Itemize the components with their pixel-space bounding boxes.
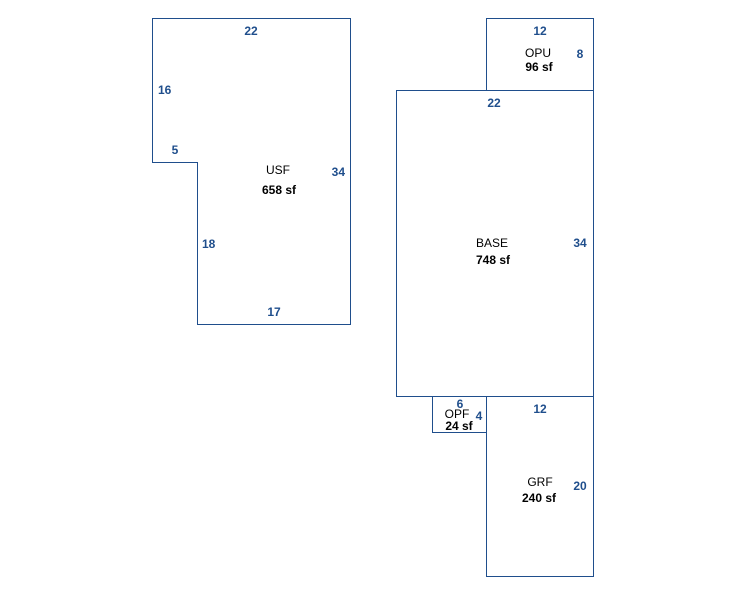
opu-top-dimension: 12	[533, 24, 547, 38]
usf-left-lower-dimension: 18	[202, 237, 216, 251]
grf-top-dimension: 12	[533, 402, 547, 416]
opf-area: 24 sf	[445, 419, 473, 433]
opu-right-dimension: 8	[577, 47, 584, 61]
usf-right-dimension: 34	[332, 165, 346, 179]
usf-left-upper-dimension: 16	[158, 83, 172, 97]
grf-right-dimension: 20	[573, 479, 587, 493]
base-top-dimension: 22	[487, 96, 501, 110]
grf-label: GRF	[527, 475, 552, 489]
usf-label: USF	[266, 163, 290, 177]
grf-area: 240 sf	[522, 491, 557, 505]
usf-bottom-dimension: 17	[267, 305, 281, 319]
base-right-dimension: 34	[573, 236, 587, 250]
base-label: BASE	[476, 236, 508, 250]
usf-step-dimension: 5	[172, 143, 179, 157]
opf-label: OPF	[445, 407, 470, 421]
usf-outline	[152, 18, 351, 325]
opf-right-dimension: 4	[476, 409, 483, 423]
grf-outline	[486, 396, 594, 577]
base-area: 748 sf	[476, 253, 511, 267]
opu-label: OPU	[525, 46, 551, 60]
opf-top-dimension: 6	[457, 397, 464, 411]
usf-area: 658 sf	[262, 183, 297, 197]
opu-area: 96 sf	[525, 60, 553, 74]
usf-top-dimension: 22	[244, 24, 258, 38]
